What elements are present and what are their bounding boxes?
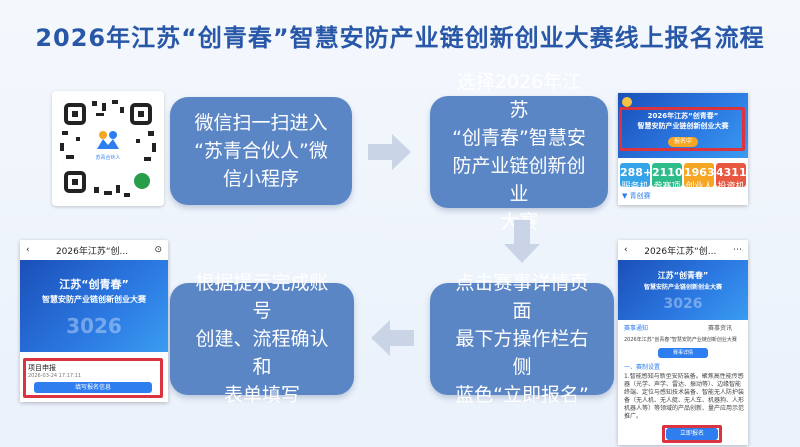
tab-label: 青创赛 — [629, 192, 651, 200]
form-timestamp: 2026-03-24 17:17:11 — [28, 373, 82, 379]
step-1-card: 微信扫一扫进入 “苏青合伙人”微 信小程序 — [170, 97, 352, 205]
stat-label: 服务机构 — [621, 182, 649, 205]
banner-line-2: 智慧安防产业链创新创业大赛 — [42, 295, 146, 304]
partner-logo-icon — [97, 131, 119, 149]
trophy-icon: ▼ — [622, 192, 628, 200]
stat-projects: 21106+ 参赛项目 — [652, 163, 700, 205]
form-label: 项目申报 — [28, 364, 56, 372]
step-3-line: 点击赛事详情页面 — [455, 272, 589, 322]
step-2-line: “创青春”智慧安 — [452, 127, 586, 149]
tab-notice[interactable]: 赛事通知 — [624, 325, 649, 332]
emblem-icon — [622, 97, 632, 107]
highlight-box — [662, 425, 722, 443]
form-topbar-title: 2026年江苏“创... — [55, 246, 129, 257]
stat-label: 投资机构 — [717, 182, 745, 205]
highlight-box — [23, 358, 163, 398]
tab-news[interactable]: 赛事资讯 — [708, 325, 733, 332]
stat-value: 19630+ — [684, 166, 732, 179]
more-icon[interactable]: ⋯ — [732, 245, 742, 255]
signup-form-screenshot: ‹ 2026年江苏“创... ⊙ 江苏“创青春” 智慧安防产业链创新创业大赛 3… — [20, 240, 168, 402]
form-banner: 江苏“创青春” 智慧安防产业链创新创业大赛 3026 — [20, 260, 168, 352]
signup-button[interactable]: 立即报名 — [666, 428, 718, 440]
arrow-left-icon — [371, 320, 414, 356]
step-4-line: 根据提示完成账号 — [195, 272, 329, 322]
back-icon[interactable]: ‹ — [624, 245, 628, 255]
banner-line-1: 江苏“创青春” — [657, 271, 709, 280]
arrow-down-icon — [504, 220, 540, 263]
back-icon[interactable]: ‹ — [26, 245, 30, 255]
page-title: 2026年江苏“创青春”智慧安防产业链创新创业大赛线上报名流程 — [35, 24, 765, 52]
banner-watermark: 3026 — [663, 296, 703, 312]
step-1-line: 信小程序 — [222, 168, 299, 190]
step-3-line: 蓝色“立即报名” — [455, 384, 589, 406]
step-4-line: 表单填写 — [223, 384, 300, 406]
step-1-line: “苏青合伙人”微 — [194, 140, 328, 162]
stat-value: 4311+ — [716, 166, 748, 179]
step-2-line: 防产业链创新创业 — [452, 155, 586, 205]
more-icon[interactable]: ⊙ — [154, 245, 162, 255]
stat-value: 21106+ — [652, 166, 700, 179]
step-3-line: 最下方操作栏右侧 — [455, 328, 589, 378]
step-2-card: 选择2026年江苏 “创青春”智慧安 防产业链创新创业 大赛 — [430, 71, 608, 233]
qr-code: 苏青合伙人 — [52, 91, 164, 206]
step-4-line: 创建、流程确认和 — [195, 328, 329, 378]
stat-label: 创业人才 — [685, 182, 713, 205]
qr-logo-text: 苏青合伙人 — [95, 155, 121, 161]
qr-logo: 苏青合伙人 — [88, 129, 128, 165]
detail-topbar-title: 2026年江苏“创... — [644, 246, 717, 257]
competition-banner[interactable]: 2026年江苏“创青春” 智慧安防产业链创新创业大赛 报名中 — [618, 93, 748, 158]
step-3-card: 点击赛事详情页面 最下方操作栏右侧 蓝色“立即报名” — [430, 272, 614, 406]
section-label: 赛事详情 — [658, 348, 708, 358]
stat-service: 288+ 服务机构 — [620, 163, 653, 205]
arrow-right-icon — [368, 134, 411, 170]
detail-topbar: ‹ 2026年江苏“创... ⋯ — [618, 240, 748, 260]
banner-watermark: 3026 — [66, 314, 122, 338]
fill-info-button[interactable]: 填写报名信息 — [34, 382, 152, 393]
stat-value: 288+ — [620, 166, 653, 179]
detail-banner: 江苏“创青春” 智慧安防产业链创新创业大赛 3026 — [618, 260, 748, 320]
status-badge: 报名中 — [668, 137, 698, 147]
competition-detail-screenshot: ‹ 2026年江苏“创... ⋯ 江苏“创青春” 智慧安防产业链创新创业大赛 3… — [618, 240, 748, 445]
detail-intro-title: 2026年江苏“创青春”智慧安防产业链创新创业大赛 — [624, 337, 737, 343]
detail-body: 1.智能感知与新型安防装备。聚焦高性能传感器（光学、声学、雷达、振动等）、边缘智… — [624, 373, 744, 420]
detail-subhead: 一、赛制设置 — [624, 364, 661, 371]
highlight-box — [619, 107, 745, 151]
banner-line-2: 智慧安防产业链创新创业大赛 — [643, 284, 722, 291]
competition-list-screenshot: 2026年江苏“创青春” 智慧安防产业链创新创业大赛 报名中 288+ 服务机构 … — [618, 93, 748, 205]
banner-line-1: 2026年江苏“创青春” — [647, 112, 719, 120]
stat-investors: 4311+ 投资机构 — [716, 163, 748, 205]
stat-label: 参赛项目 — [653, 182, 681, 205]
form-topbar: ‹ 2026年江苏“创... ⊙ — [20, 240, 168, 260]
stat-talent: 19630+ 创业人才 — [684, 163, 732, 205]
banner-line-1: 江苏“创青春” — [59, 278, 129, 291]
step-1-line: 微信扫一扫进入 — [194, 112, 328, 134]
step-4-card: 根据提示完成账号 创建、流程确认和 表单填写 — [170, 272, 354, 406]
stats-row: 288+ 服务机构 21106+ 参赛项目 19630+ 创业人才 4311+ 投资机构 — [620, 163, 748, 205]
banner-line-2: 智慧安防产业链创新创业大赛 — [637, 122, 729, 130]
tab-youth-competition[interactable]: ▼ 青创赛 — [622, 191, 651, 201]
step-2-line: 选择2026年江苏 — [456, 71, 582, 121]
